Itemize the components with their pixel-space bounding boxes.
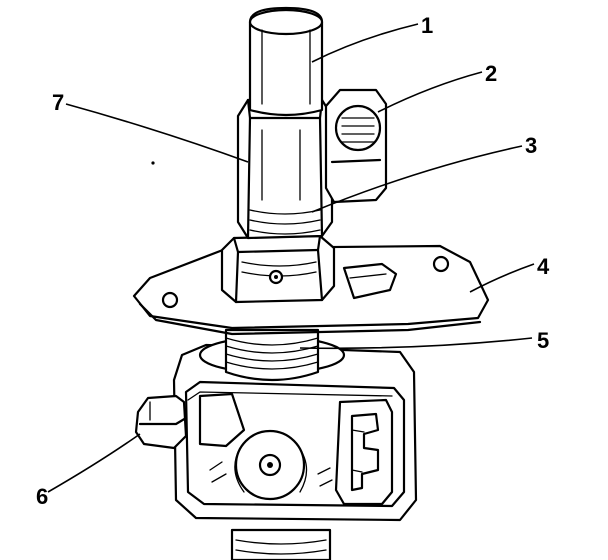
lower-housing: [172, 343, 418, 560]
callout-label-7: 7: [52, 90, 64, 115]
callout-lines: [47, 23, 535, 493]
spring-collar: [198, 328, 346, 382]
plunger-cap: [248, 6, 324, 117]
callout-label-3: 3: [525, 133, 537, 158]
switch-body: [236, 98, 334, 240]
callout-label-5: 5: [537, 328, 549, 353]
callout-label-1: 1: [421, 13, 433, 38]
speck: [151, 161, 155, 165]
callout-label-2: 2: [485, 61, 497, 86]
callout-label-6: 6: [36, 484, 48, 509]
callout-label-4: 4: [537, 254, 550, 279]
side-connector: [324, 88, 388, 204]
side-lever: [134, 394, 188, 450]
hex-nut: [220, 234, 336, 304]
